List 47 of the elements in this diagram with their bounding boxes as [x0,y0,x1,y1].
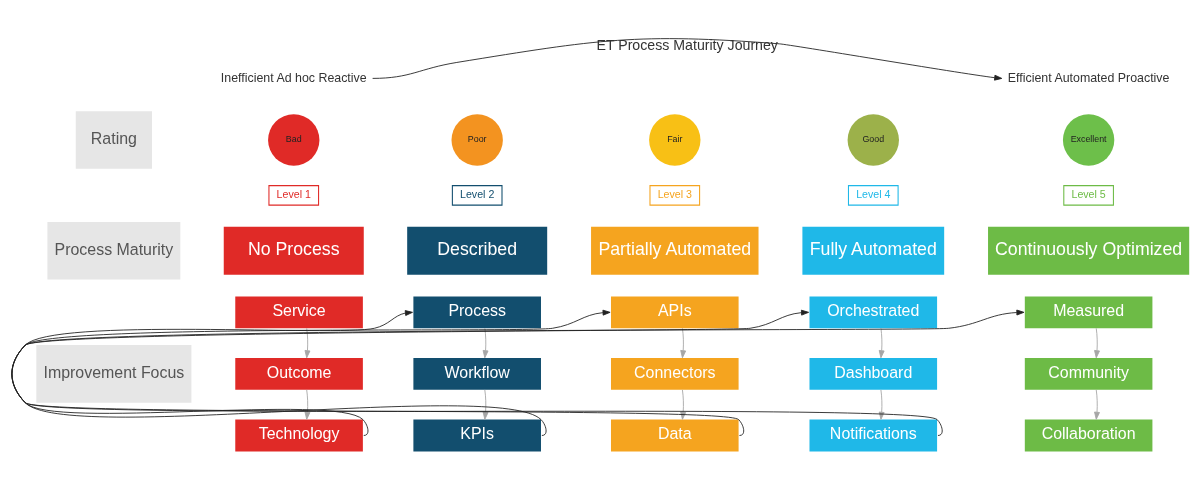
arrow [372,37,1003,81]
node-box: Connectors [611,357,739,390]
node-box: Fully Automated [802,226,945,275]
node-box: Partially Automated [591,226,759,275]
node-box: Outcome [235,357,363,390]
node-text: Inefficient Ad hoc Reactive [220,70,367,85]
node-box: APIs [611,295,739,328]
arrow [11,309,611,436]
arrow [11,309,810,436]
node-box: Level 3 [649,184,701,206]
arrow [482,388,489,420]
node-box: KPIs [413,419,541,451]
arrow [680,388,687,420]
arrow [11,309,1025,436]
node-box: Rating [75,110,152,169]
node-box: Collaboration [1024,419,1153,451]
node-circle: Poor [451,113,503,166]
node-box: Level 2 [451,184,503,206]
node-circle: Good [847,113,899,166]
arrow [680,327,687,358]
node-box: Service [235,295,363,328]
node-circle: Excellent [1062,113,1115,166]
node-box: Process Maturity [47,221,181,280]
arrow [1094,388,1100,420]
node-box: Orchestrated [809,295,938,328]
node-box: Workflow [413,357,541,390]
node-box: Data [611,419,739,451]
node-box: Technology [235,419,363,451]
node-box: No Process [223,226,364,275]
node-box: Level 1 [268,184,320,206]
node-box: Community [1024,357,1153,390]
node-box: Continuously Optimized [988,226,1190,275]
arrow [304,327,311,358]
node-box: Described [407,226,548,275]
node-box: Level 4 [847,184,899,206]
node-text: Efficient Automated Proactive [1007,70,1170,85]
arrow [1094,327,1100,358]
arrow [482,327,489,358]
node-box: Notifications [809,419,938,451]
node-circle: Bad [268,113,320,166]
node-box: Process [413,295,541,328]
node-box: Measured [1024,295,1153,328]
node-box: Dashboard [809,357,938,390]
arrow [11,309,413,436]
node-circle: Fair [649,113,701,166]
node-box: Level 5 [1063,184,1114,206]
node-box: Improvement Focus [36,344,192,403]
